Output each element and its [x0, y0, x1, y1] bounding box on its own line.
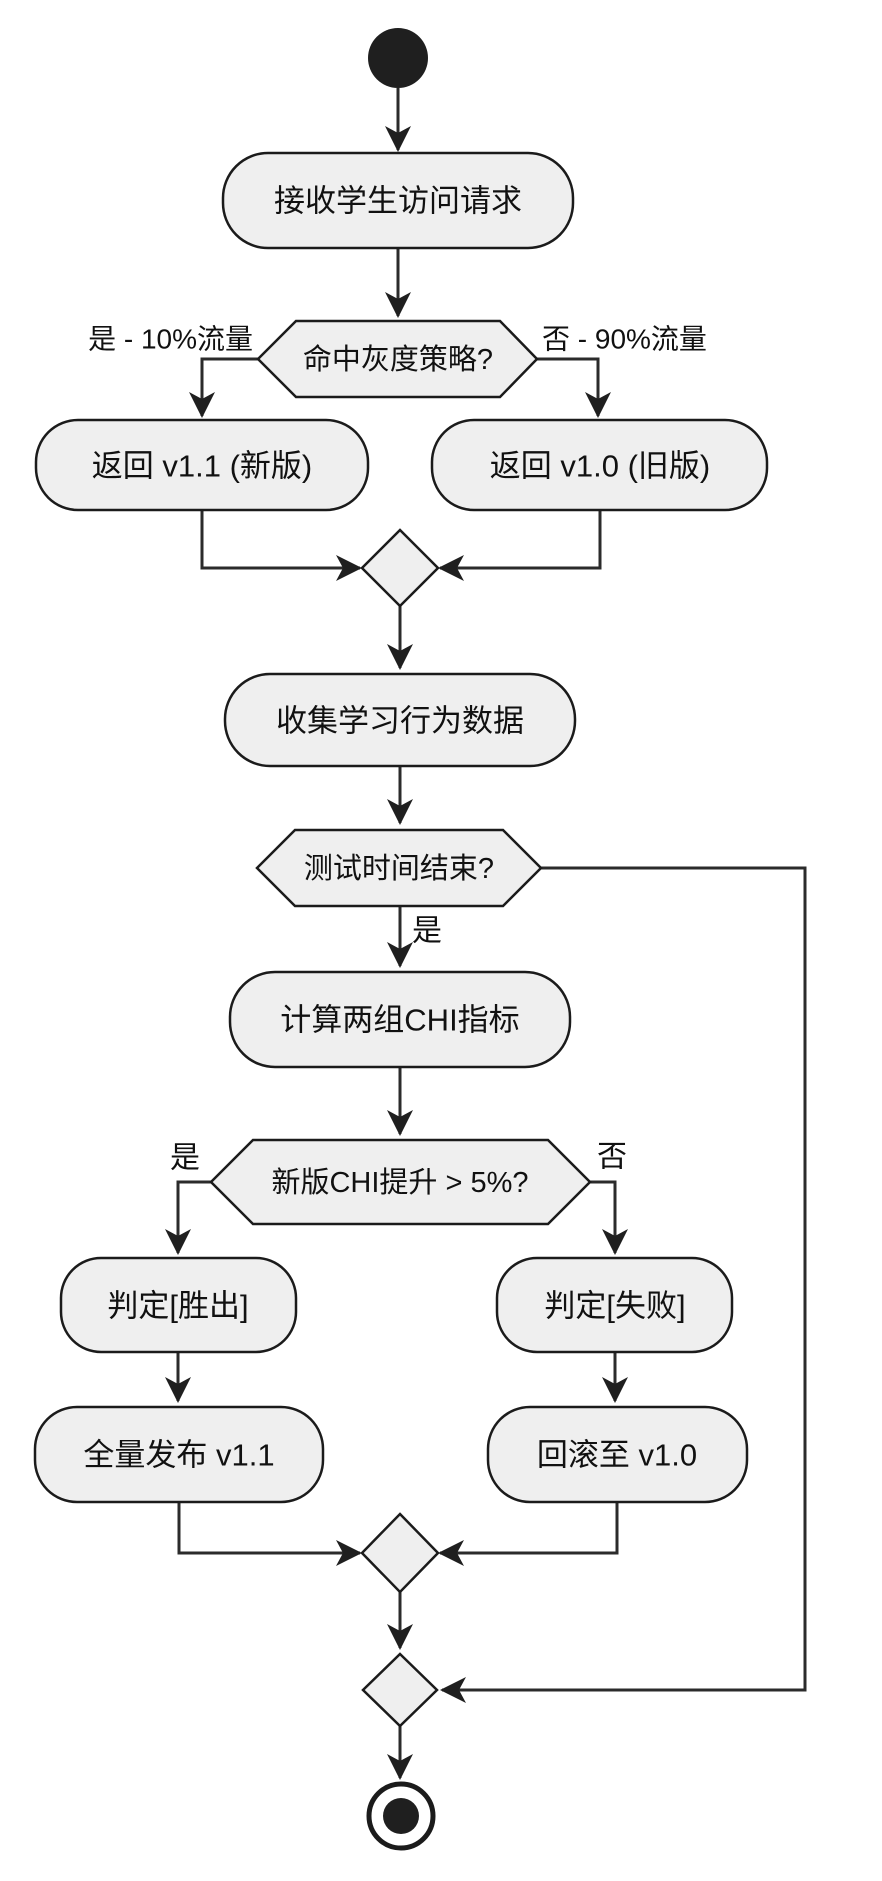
end-node	[366, 1781, 436, 1851]
edge-rollback-to-merge2	[440, 1502, 619, 1555]
edge-label-time-yes: 是	[412, 915, 442, 948]
activity-box	[34, 418, 370, 512]
activity-box	[486, 1405, 749, 1504]
activity-label: 计算两组CHI指标	[280, 1003, 519, 1038]
edge-time-no-loopback	[442, 866, 807, 1692]
activity-box	[228, 970, 572, 1069]
arrowhead-left-icon	[440, 1677, 466, 1703]
activity-label: 收集学习行为数据	[276, 704, 524, 739]
arrowhead-down-icon	[385, 292, 411, 318]
merge-node-1	[360, 528, 440, 608]
decision-label: 测试时间结束?	[304, 852, 494, 885]
decision-label: 命中灰度策略?	[303, 343, 493, 376]
activity-label: 全量发布 v1.1	[83, 1438, 274, 1473]
start-node	[368, 28, 428, 88]
activity-return-v10: 返回 v1.0 (旧版)	[430, 418, 769, 512]
merge-node-3	[361, 1652, 439, 1728]
activity-label: 判定[胜出]	[107, 1289, 248, 1324]
edge-chi-no-branch	[590, 1180, 617, 1253]
arrowhead-right-icon	[336, 555, 362, 581]
activity-label: 返回 v1.0 (旧版)	[490, 449, 710, 484]
arrowheads	[165, 126, 628, 1780]
arrowhead-down-icon	[387, 799, 413, 825]
activity-box	[221, 151, 575, 250]
arrowhead-down-icon	[602, 1229, 628, 1255]
arrowhead-down-icon	[165, 1377, 191, 1403]
decision-test-time: 测试时间结束?	[255, 828, 543, 908]
activity-rollback: 回滚至 v1.0	[486, 1405, 749, 1504]
merge-diamond-icon	[360, 528, 440, 608]
decision-hexagon	[255, 828, 543, 908]
activity-verdict-win: 判定[胜出]	[59, 1256, 298, 1354]
merge-diamond-icon	[360, 1512, 440, 1594]
arrowhead-down-icon	[387, 942, 413, 968]
edge-v10-to-merge1	[440, 510, 602, 570]
activity-receive-request: 接收学生访问请求	[221, 151, 575, 250]
activity-verdict-lose: 判定[失败]	[495, 1256, 734, 1354]
edge-chi-yes-branch	[176, 1180, 211, 1253]
activity-label: 回滚至 v1.0	[537, 1438, 697, 1473]
end-inner-circle-icon	[383, 1798, 419, 1834]
decision-chi-improvement: 新版CHI提升 > 5%?	[209, 1138, 592, 1226]
activity-box	[495, 1256, 734, 1354]
arrowhead-down-icon	[189, 392, 215, 418]
edge-label-gray-yes: 是 - 10%流量	[88, 324, 253, 355]
activity-box	[430, 418, 769, 512]
edge-v11-to-merge1	[200, 510, 360, 570]
activity-box	[33, 1405, 325, 1504]
arrowhead-left-icon	[438, 1540, 464, 1566]
arrowhead-right-icon	[336, 1540, 362, 1566]
activity-box	[223, 672, 577, 768]
activity-collect-data: 收集学习行为数据	[223, 672, 577, 768]
arrowhead-left-icon	[438, 555, 464, 581]
edge-gray-yes-branch	[200, 357, 258, 416]
arrowhead-down-icon	[387, 1754, 413, 1780]
arrowhead-down-icon	[387, 644, 413, 670]
decision-hexagon	[256, 319, 539, 399]
arrowhead-down-icon	[602, 1377, 628, 1403]
activity-label: 接收学生访问请求	[274, 184, 522, 219]
edge-gray-no-branch	[537, 357, 600, 416]
edge-label-gray-no: 否 - 90%流量	[542, 324, 707, 355]
arrowhead-down-icon	[165, 1229, 191, 1255]
decision-label: 新版CHI提升 > 5%?	[271, 1166, 528, 1199]
decision-hexagon	[209, 1138, 592, 1226]
merge-diamond-icon	[361, 1652, 439, 1728]
activity-label: 返回 v1.1 (新版)	[92, 449, 312, 484]
arrowhead-down-icon	[387, 1110, 413, 1136]
activity-calc-chi: 计算两组CHI指标	[228, 970, 572, 1069]
activity-label: 判定[失败]	[544, 1289, 685, 1324]
edge-label-chi-yes: 是	[170, 1142, 200, 1175]
edge-label-chi-no: 否	[597, 1141, 627, 1174]
decision-gray-strategy: 命中灰度策略?	[256, 319, 539, 399]
edge-release-to-merge2	[177, 1502, 360, 1555]
arrowhead-down-icon	[387, 1624, 413, 1650]
start-circle-icon	[368, 28, 428, 88]
arrowhead-down-icon	[585, 392, 611, 418]
activity-box	[59, 1256, 298, 1354]
merge-node-2	[360, 1512, 440, 1594]
activity-full-release: 全量发布 v1.1	[33, 1405, 325, 1504]
arrowhead-down-icon	[385, 126, 411, 152]
activity-return-v11: 返回 v1.1 (新版)	[34, 418, 370, 512]
